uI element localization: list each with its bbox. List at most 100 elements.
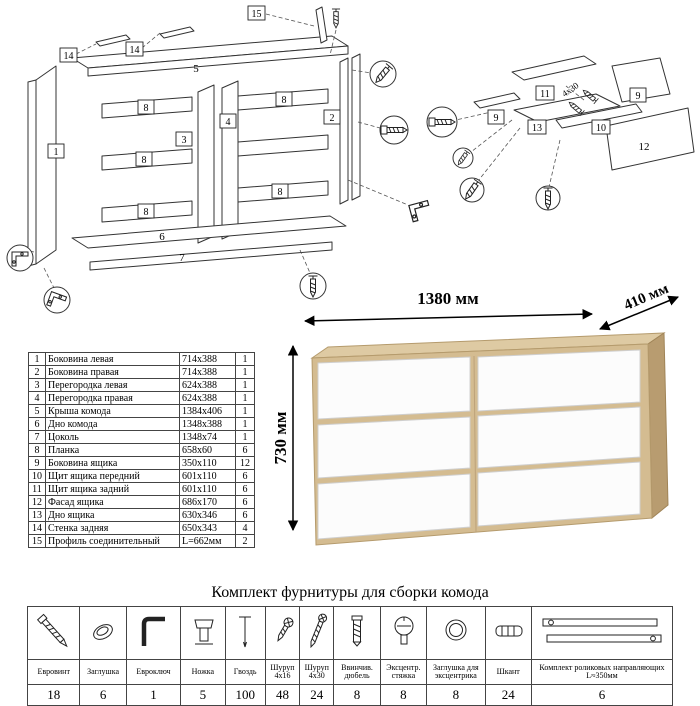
hardware-qty: 18 — [26, 684, 81, 706]
part-size: 601x110 — [179, 482, 236, 496]
part-qty: 4 — [235, 521, 255, 535]
part-size: 624x388 — [179, 391, 236, 405]
drawer-front — [477, 461, 641, 527]
part-label-8: 8 — [144, 207, 149, 218]
hardware-qty: 24 — [484, 684, 532, 706]
part-qty: 2 — [235, 534, 255, 548]
part-size: 686x170 — [179, 495, 236, 509]
hardware-title: Комплект фурнитуры для сборки комода — [211, 584, 489, 601]
dresser-render — [310, 332, 669, 546]
foot-icon — [194, 619, 214, 645]
part-label-9: 9 — [494, 113, 499, 124]
cam-cap-icon — [445, 619, 467, 641]
part-qty: 12 — [235, 456, 255, 470]
part-label-4: 4 — [226, 117, 231, 128]
part-qty: 1 — [235, 352, 255, 366]
hardware-icon-cell — [299, 606, 335, 660]
part-name: Профиль соединительный — [45, 534, 180, 548]
hardware-icon-cell — [530, 606, 674, 660]
part-size: 1348x74 — [179, 430, 236, 444]
part-label-10: 10 — [596, 123, 606, 134]
hardware-name: Заглушка для эксцентрика — [426, 659, 486, 685]
part-number: 5 — [28, 404, 46, 418]
confirmat-screw-icon — [36, 613, 68, 648]
screw-4x16-icon — [277, 617, 294, 642]
part-size: 601x110 — [179, 469, 236, 483]
part-qty: 6 — [235, 495, 255, 509]
hardware-name: Комплект роликовых направляющих L≈350мм — [530, 659, 674, 685]
screw-4x30-icon — [310, 613, 328, 649]
hardware-name: Евроключ — [125, 659, 182, 685]
hex-key-icon — [142, 616, 166, 646]
part-qty: 1 — [235, 417, 255, 431]
hardware-icons-row — [26, 606, 674, 660]
callout-circle — [369, 60, 397, 88]
rail-bracket-icon — [408, 199, 433, 223]
width-arrow — [303, 308, 594, 327]
callout-circle — [452, 147, 474, 169]
hardware-name: Шуруп 4x16 — [264, 659, 301, 685]
part-name: Боковина правая — [45, 365, 180, 379]
hardware-icon-cell — [79, 606, 127, 660]
hardware-icon-cell — [224, 606, 266, 660]
part-label-11: 11 — [540, 89, 550, 100]
hardware-qty: 100 — [224, 684, 266, 706]
part-number: 8 — [28, 443, 46, 457]
callout-circle — [43, 286, 71, 314]
part-number: 1 — [28, 352, 46, 366]
part-name: Перегородка левая — [45, 378, 180, 392]
part-qty: 6 — [235, 469, 255, 483]
hardware-icon-cell — [26, 606, 81, 660]
part-size: 630x346 — [179, 508, 236, 522]
drawer-front — [477, 406, 641, 469]
nail-icon — [239, 616, 252, 648]
part-label-12: 12 — [639, 141, 650, 153]
part-label-2: 2 — [330, 113, 335, 124]
part-label-8: 8 — [278, 187, 283, 198]
hardware-qty: 1 — [125, 684, 182, 706]
part-qty: 1 — [235, 365, 255, 379]
part-label-7: 7 — [179, 252, 185, 264]
part-name: Боковина левая — [45, 352, 180, 366]
hardware-name: Ввинчив. дюбель — [333, 659, 381, 685]
screw-icon — [331, 8, 341, 29]
part-size: 714x388 — [179, 365, 236, 379]
part-qty: 1 — [235, 404, 255, 418]
part-name: Цоколь — [45, 430, 180, 444]
part-label-15: 15 — [252, 9, 262, 20]
part-qty: 1 — [235, 391, 255, 405]
part-label-8: 8 — [282, 95, 287, 106]
hardware-name: Заглушка — [79, 659, 127, 685]
part-number: 2 — [28, 365, 46, 379]
part-number: 11 — [28, 482, 46, 496]
cam-lock-icon — [394, 616, 414, 645]
part-size: 1384x406 — [179, 404, 236, 418]
callout-circle — [299, 272, 327, 300]
wood-dowel-icon — [495, 625, 523, 637]
hardware-icon-cell — [379, 606, 428, 660]
screw-size-label: 4x30 — [560, 80, 581, 99]
hardware-icon-cell — [333, 606, 381, 660]
hardware-icon-cell — [484, 606, 532, 660]
drawer-front — [477, 349, 641, 412]
part-name: Крыша комода — [45, 404, 180, 418]
part-name: Стенка задняя — [45, 521, 180, 535]
part-size: 624x388 — [179, 378, 236, 392]
hardware-name: Эксцентр. стяжка — [379, 659, 428, 685]
hardware-icon-cell — [125, 606, 182, 660]
part-qty: 6 — [235, 508, 255, 522]
hardware-icon-cell — [264, 606, 301, 660]
part-name: Боковина ящика — [45, 456, 180, 470]
depth-arrow — [599, 295, 679, 331]
drawer-exploded-view: 4x30 11 9 9 13 10 12 — [426, 55, 695, 211]
drawer-front — [317, 473, 471, 540]
cabinet-exploded-view: 15 14 14 5 1 3 4 2 8 8 8 8 8 6 7 — [6, 5, 433, 314]
